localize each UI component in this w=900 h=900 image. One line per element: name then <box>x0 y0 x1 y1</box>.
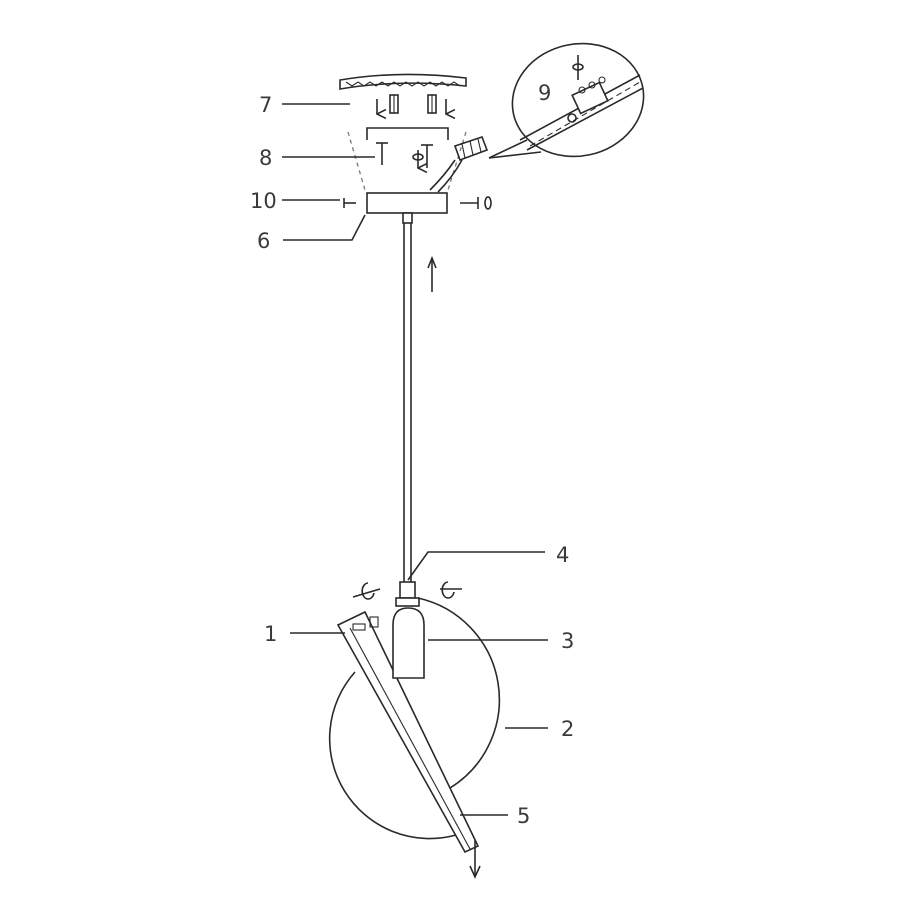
terminal-detail-balloon <box>488 42 645 159</box>
down-arrow-icon <box>469 840 481 879</box>
callout-7: 7 <box>259 93 272 117</box>
wall-anchor-left <box>377 94 399 114</box>
terminal-block-small <box>429 135 489 193</box>
mirror-plate <box>336 610 480 854</box>
callout-9: 9 <box>538 81 551 105</box>
canopy-side-screws <box>343 196 492 210</box>
callout-8: 8 <box>259 146 272 170</box>
callout-6: 6 <box>257 229 270 253</box>
wall-anchor-right <box>427 94 446 114</box>
screws <box>376 142 433 168</box>
callout-3: 3 <box>561 629 574 653</box>
callout-2: 2 <box>561 717 574 741</box>
leader-lines <box>282 103 548 816</box>
callout-4: 4 <box>556 543 569 567</box>
callout-1: 1 <box>264 622 277 646</box>
fitter-nut <box>352 581 462 607</box>
callout-5: 5 <box>517 804 530 828</box>
wall-anchor-strip <box>339 73 467 90</box>
glass-globe <box>328 597 501 840</box>
callout-10: 10 <box>250 189 277 213</box>
suspension-rod <box>403 223 412 582</box>
lamp-socket <box>392 607 425 679</box>
mounting-bracket <box>347 127 467 191</box>
canopy <box>366 192 448 224</box>
up-arrow-icon <box>427 255 437 292</box>
